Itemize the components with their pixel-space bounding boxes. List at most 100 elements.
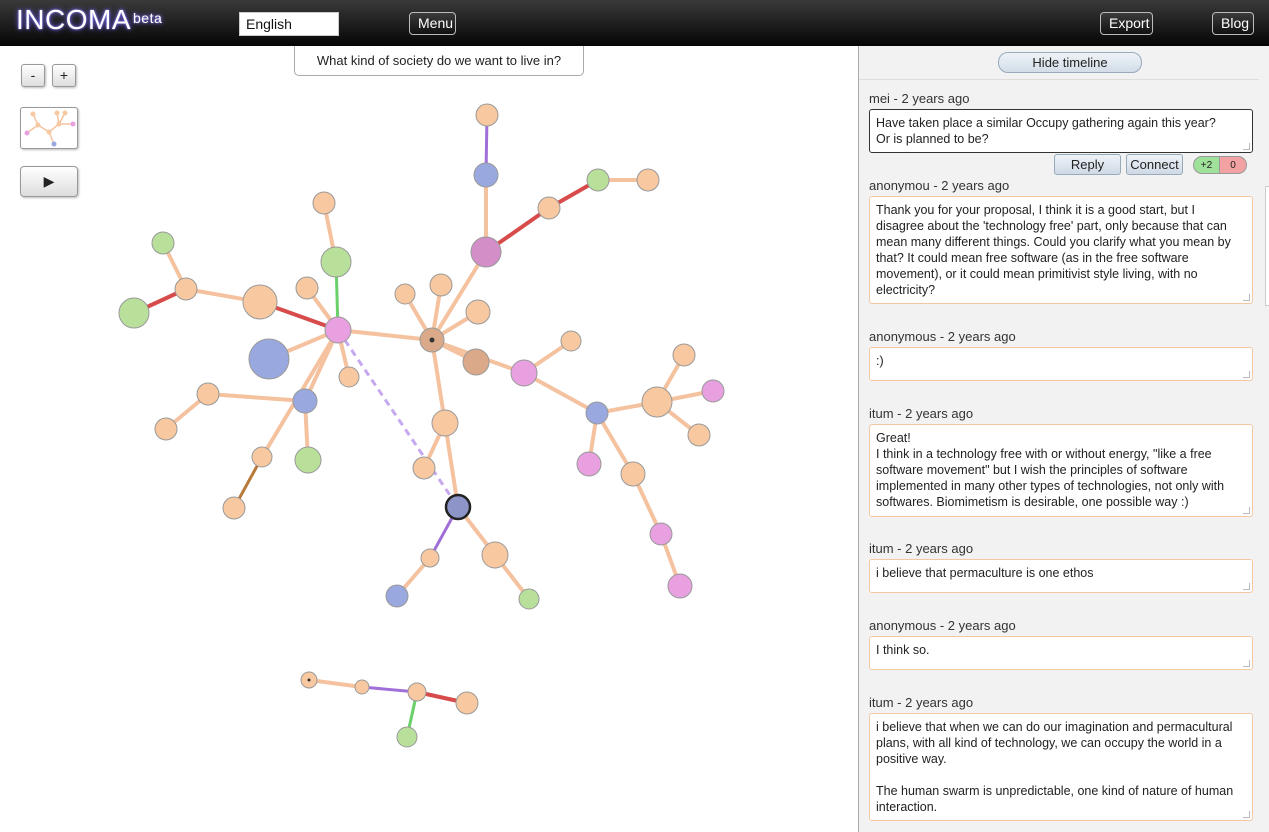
minimap[interactable]: [20, 107, 78, 149]
graph-node[interactable]: [585, 401, 609, 425]
graph-node[interactable]: [248, 338, 290, 380]
graph-node[interactable]: [429, 273, 453, 297]
post-meta: mei - 2 years ago: [869, 91, 970, 106]
graph-node[interactable]: [420, 548, 440, 568]
graph-node[interactable]: [481, 541, 509, 569]
play-button[interactable]: ▶: [20, 166, 78, 197]
timeline-post[interactable]: mei - 2 years ago Have taken place a sim…: [869, 91, 1253, 153]
graph-node[interactable]: [295, 276, 319, 300]
language-select[interactable]: English: [239, 12, 339, 36]
graph-node[interactable]: [324, 316, 352, 344]
graph-node[interactable]: [455, 691, 479, 715]
graph-nodes[interactable]: [118, 103, 725, 748]
graph-node[interactable]: [292, 388, 318, 414]
logo-text: INCOMA: [16, 4, 131, 35]
graph-node[interactable]: [470, 236, 502, 268]
post-body[interactable]: i believe that permaculture is one ethos: [869, 559, 1253, 593]
graph-link[interactable]: [523, 371, 598, 415]
post-body[interactable]: Thank you for your proposal, I think it …: [869, 196, 1253, 304]
post-meta: itum - 2 years ago: [869, 406, 974, 421]
graph-node[interactable]: [518, 588, 540, 610]
node-marker: [307, 678, 311, 682]
timeline-panel: Hide timeline mei - 2 years ago Have tak…: [858, 46, 1269, 832]
graph-node[interactable]: [667, 573, 693, 599]
graph-node[interactable]: [174, 277, 198, 301]
menu-button[interactable]: Menu: [409, 12, 456, 35]
graph-node[interactable]: [154, 417, 178, 441]
hide-timeline-button[interactable]: Hide timeline: [998, 52, 1142, 73]
graph-node[interactable]: [560, 330, 582, 352]
graph-node[interactable]: [576, 451, 602, 477]
graph-node[interactable]: [385, 584, 409, 608]
zoom-in-button[interactable]: +: [52, 64, 76, 87]
upvote-button[interactable]: +2: [1193, 156, 1220, 174]
graph-node[interactable]: [118, 297, 150, 329]
graph-link[interactable]: [430, 250, 488, 342]
graph-node[interactable]: [641, 386, 673, 418]
timeline-post[interactable]: anonymous - 2 years ago :): [869, 329, 1253, 381]
timeline-post[interactable]: anonymous - 2 years ago I think so.: [869, 618, 1253, 670]
graph-node[interactable]: [636, 168, 660, 192]
reply-button[interactable]: Reply: [1054, 154, 1121, 175]
timeline-post[interactable]: anonymou - 2 years ago Thank you for you…: [869, 178, 1253, 304]
graph-node[interactable]: [394, 283, 416, 305]
graph-node[interactable]: [320, 246, 352, 278]
graph-edges: [133, 114, 714, 738]
post-meta: anonymou - 2 years ago: [869, 178, 1010, 193]
graph-node[interactable]: [412, 456, 436, 480]
connect-button[interactable]: Connect: [1126, 154, 1183, 175]
graph-node[interactable]: [701, 379, 725, 403]
graph-node[interactable]: [620, 461, 646, 487]
post-meta: anonymous - 2 years ago: [869, 618, 1016, 633]
graph-link[interactable]: [207, 392, 306, 403]
post-body[interactable]: Have taken place a similar Occupy gather…: [869, 109, 1253, 153]
post-body[interactable]: I think so.: [869, 636, 1253, 670]
graph-node[interactable]: [444, 493, 472, 521]
graph-node[interactable]: [407, 682, 427, 702]
graph-node[interactable]: [338, 366, 360, 388]
post-meta: anonymous - 2 years ago: [869, 329, 1016, 344]
graph-node[interactable]: [465, 299, 491, 325]
graph-node[interactable]: [294, 446, 322, 474]
graph-node[interactable]: [222, 496, 246, 520]
blog-button[interactable]: Blog: [1212, 12, 1254, 35]
graph-node[interactable]: [586, 168, 610, 192]
post-body[interactable]: Great! I think in a technology free with…: [869, 424, 1253, 517]
graph-node[interactable]: [312, 191, 336, 215]
graph-node[interactable]: [649, 522, 673, 546]
root-question[interactable]: What kind of society do we want to live …: [294, 46, 584, 76]
graph-node[interactable]: [431, 409, 459, 437]
graph-node[interactable]: [672, 343, 696, 367]
graph-link[interactable]: [430, 339, 447, 424]
graph-node[interactable]: [151, 231, 175, 255]
graph-node[interactable]: [462, 348, 490, 376]
graph-node[interactable]: [251, 446, 273, 468]
graph-node[interactable]: [510, 359, 538, 387]
graph-node[interactable]: [196, 382, 220, 406]
timeline-post[interactable]: itum - 2 years ago i believe that when w…: [869, 695, 1253, 821]
timeline-post[interactable]: itum - 2 years ago i believe that permac…: [869, 541, 1253, 593]
scrollbar[interactable]: [1265, 186, 1269, 306]
export-button[interactable]: Export: [1100, 12, 1153, 35]
graph-node[interactable]: [475, 103, 499, 127]
graph-node[interactable]: [242, 284, 278, 320]
graph-node[interactable]: [473, 162, 499, 188]
downvote-button[interactable]: 0: [1220, 156, 1247, 174]
graph-link[interactable]: [337, 328, 433, 342]
graph-node[interactable]: [537, 196, 561, 220]
zoom-out-button[interactable]: -: [21, 64, 45, 87]
post-meta: itum - 2 years ago: [869, 695, 974, 710]
post-body[interactable]: i believe that when we can do our imagin…: [869, 713, 1253, 821]
graph-node[interactable]: [354, 679, 370, 695]
graph-node[interactable]: [687, 423, 711, 447]
graph-link[interactable]: [308, 678, 363, 689]
timeline-post[interactable]: itum - 2 years ago Great! I think in a t…: [869, 406, 1253, 517]
graph-node[interactable]: [396, 726, 418, 748]
node-marker: [429, 337, 435, 343]
argument-graph[interactable]: [0, 46, 858, 832]
post-body[interactable]: :): [869, 347, 1253, 381]
post-meta: itum - 2 years ago: [869, 541, 974, 556]
graph-link[interactable]: [443, 422, 460, 508]
